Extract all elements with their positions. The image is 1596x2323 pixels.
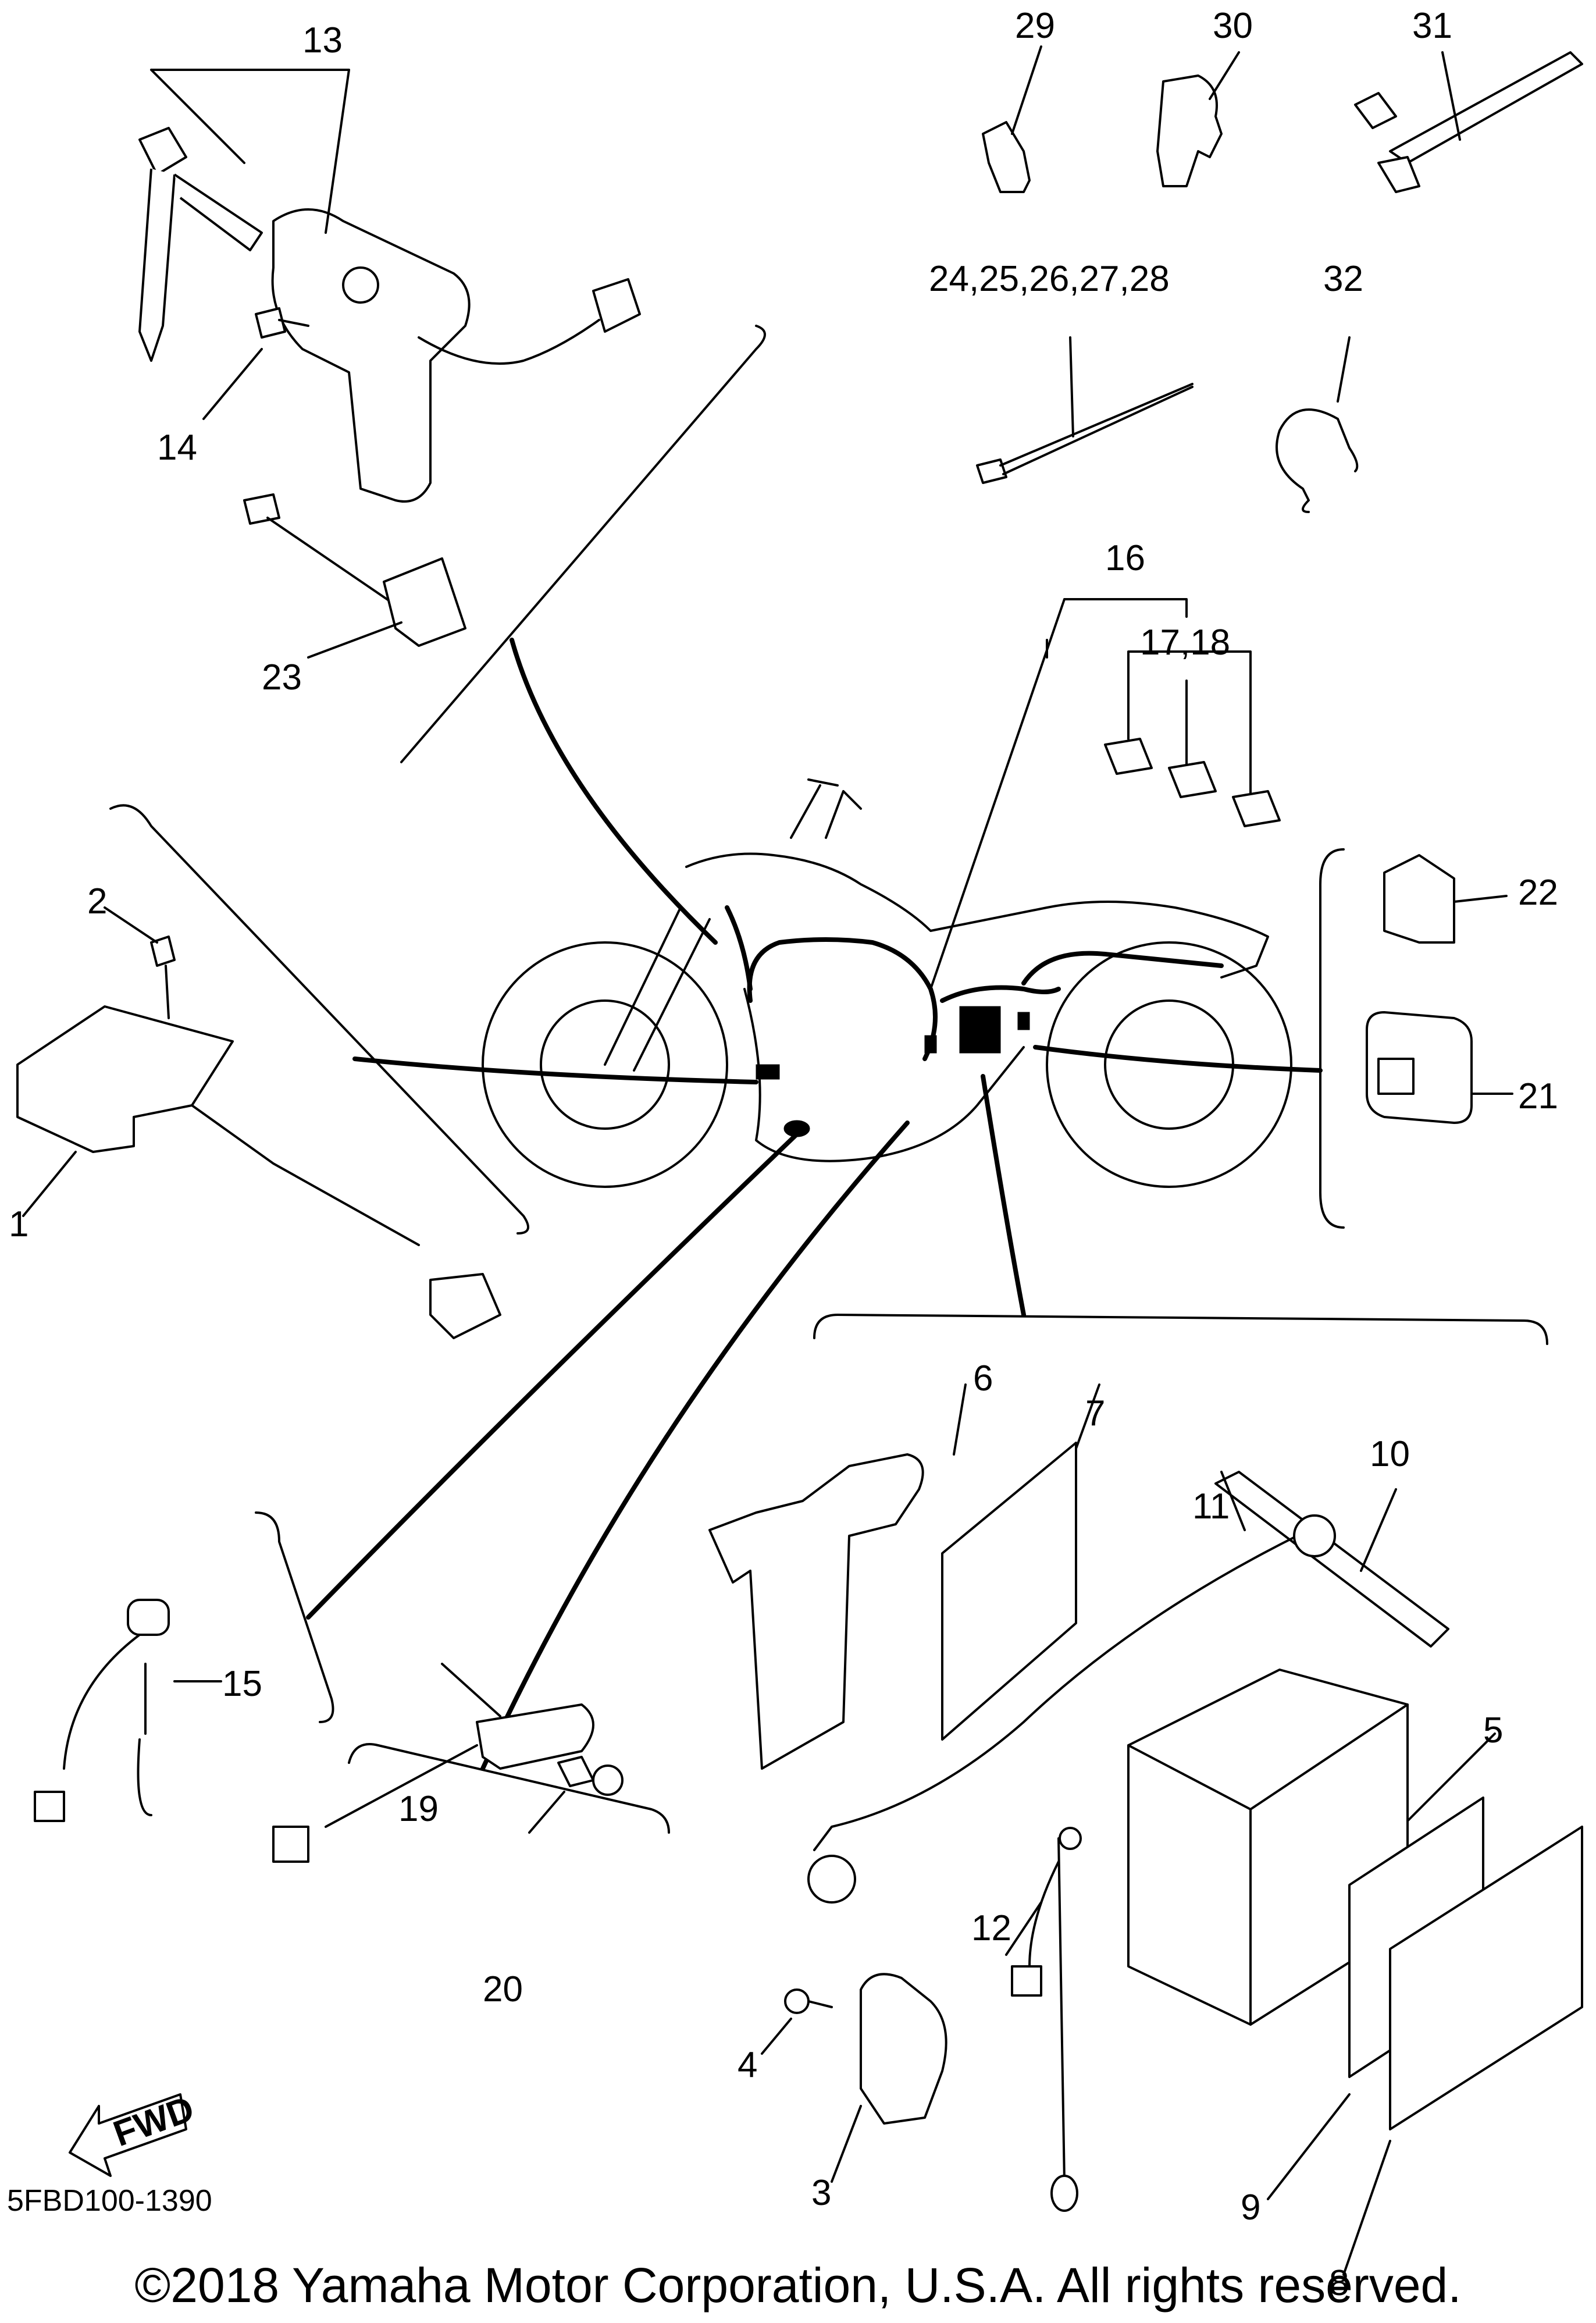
screw-part-14 bbox=[202, 307, 309, 420]
callout-14: 14 bbox=[157, 428, 197, 468]
main-switch-part-13 bbox=[138, 69, 641, 503]
callout-30: 30 bbox=[1213, 6, 1253, 46]
callout-6: 6 bbox=[973, 1358, 993, 1399]
motorcycle-outline bbox=[482, 778, 1292, 1188]
callout-7: 7 bbox=[1085, 1393, 1105, 1433]
fuse-parts-16-18 bbox=[929, 598, 1281, 990]
callout-23: 23 bbox=[262, 657, 302, 698]
starter-relay-part-3 bbox=[831, 1973, 947, 2183]
callout-1: 1 bbox=[9, 1204, 28, 1244]
callout-15: 15 bbox=[222, 1664, 262, 1704]
battery-cable-part-11 bbox=[807, 1471, 1336, 1904]
callout-19: 19 bbox=[398, 1789, 439, 1829]
rectifier-part-1 bbox=[16, 906, 501, 1339]
callout-12: 12 bbox=[971, 1908, 1011, 1948]
fwd-label: FWD bbox=[108, 2089, 199, 2154]
screw-part-20 bbox=[528, 1756, 624, 1834]
callout-4: 4 bbox=[738, 2045, 757, 2085]
battery-box-part-6 bbox=[708, 1383, 967, 1770]
callout-3: 3 bbox=[811, 2173, 831, 2213]
callout-32: 32 bbox=[1323, 259, 1363, 299]
callout-21: 21 bbox=[1518, 1076, 1558, 1116]
callout-29: 29 bbox=[1015, 6, 1055, 46]
sidestand-switch-part-19 bbox=[272, 1663, 594, 1863]
forward-direction-arrow: FWD bbox=[69, 2089, 199, 2177]
callout-5: 5 bbox=[1483, 1710, 1503, 1751]
callout-2: 2 bbox=[87, 881, 107, 922]
diagram-code: 5FBD100-1390 bbox=[7, 2184, 212, 2218]
callout-9: 9 bbox=[1241, 2187, 1260, 2228]
callout-11: 11 bbox=[1192, 1486, 1230, 1527]
callout-16: 16 bbox=[1105, 538, 1145, 578]
cable-tie-parts-24-28 bbox=[976, 336, 1194, 484]
callout-13: 13 bbox=[302, 20, 343, 61]
relay-part-21 bbox=[1366, 1011, 1513, 1124]
copyright-notice: ©2018 Yamaha Motor Corporation, U.S.A. A… bbox=[134, 2258, 1462, 2313]
callout-17-18: 17,18 bbox=[1140, 622, 1230, 663]
sensor-part-23 bbox=[243, 493, 466, 659]
relay-part-22 bbox=[1383, 854, 1508, 944]
callout-labels: 1 2 3 4 5 6 7 8 9 10 11 12 13 14 15 16 1… bbox=[9, 6, 1558, 2303]
clamp-part-30 bbox=[1156, 51, 1240, 187]
battery-band-part-10 bbox=[1214, 1471, 1449, 1648]
clamp-part-31 bbox=[1354, 51, 1583, 193]
clamp-part-32 bbox=[1276, 336, 1359, 513]
callout-8: 8 bbox=[1329, 2263, 1349, 2303]
group-brackets bbox=[109, 325, 1548, 1834]
battery-pad-part-7 bbox=[941, 1383, 1100, 1741]
negative-cable-part-12 bbox=[1005, 1827, 1082, 2212]
clamp-part-29 bbox=[982, 45, 1042, 193]
battery-pad-part-8 bbox=[1342, 1826, 1583, 2276]
callout-31: 31 bbox=[1412, 6, 1452, 46]
callout-24-28: 24,25,26,27,28 bbox=[929, 259, 1170, 299]
callout-22: 22 bbox=[1518, 873, 1558, 913]
screw-part-4 bbox=[761, 1988, 833, 2055]
neutral-switch-part-15 bbox=[34, 1599, 222, 1822]
callout-20: 20 bbox=[483, 1969, 523, 2009]
wire-harness bbox=[725, 905, 1224, 1137]
callout-10: 10 bbox=[1370, 1434, 1410, 1474]
